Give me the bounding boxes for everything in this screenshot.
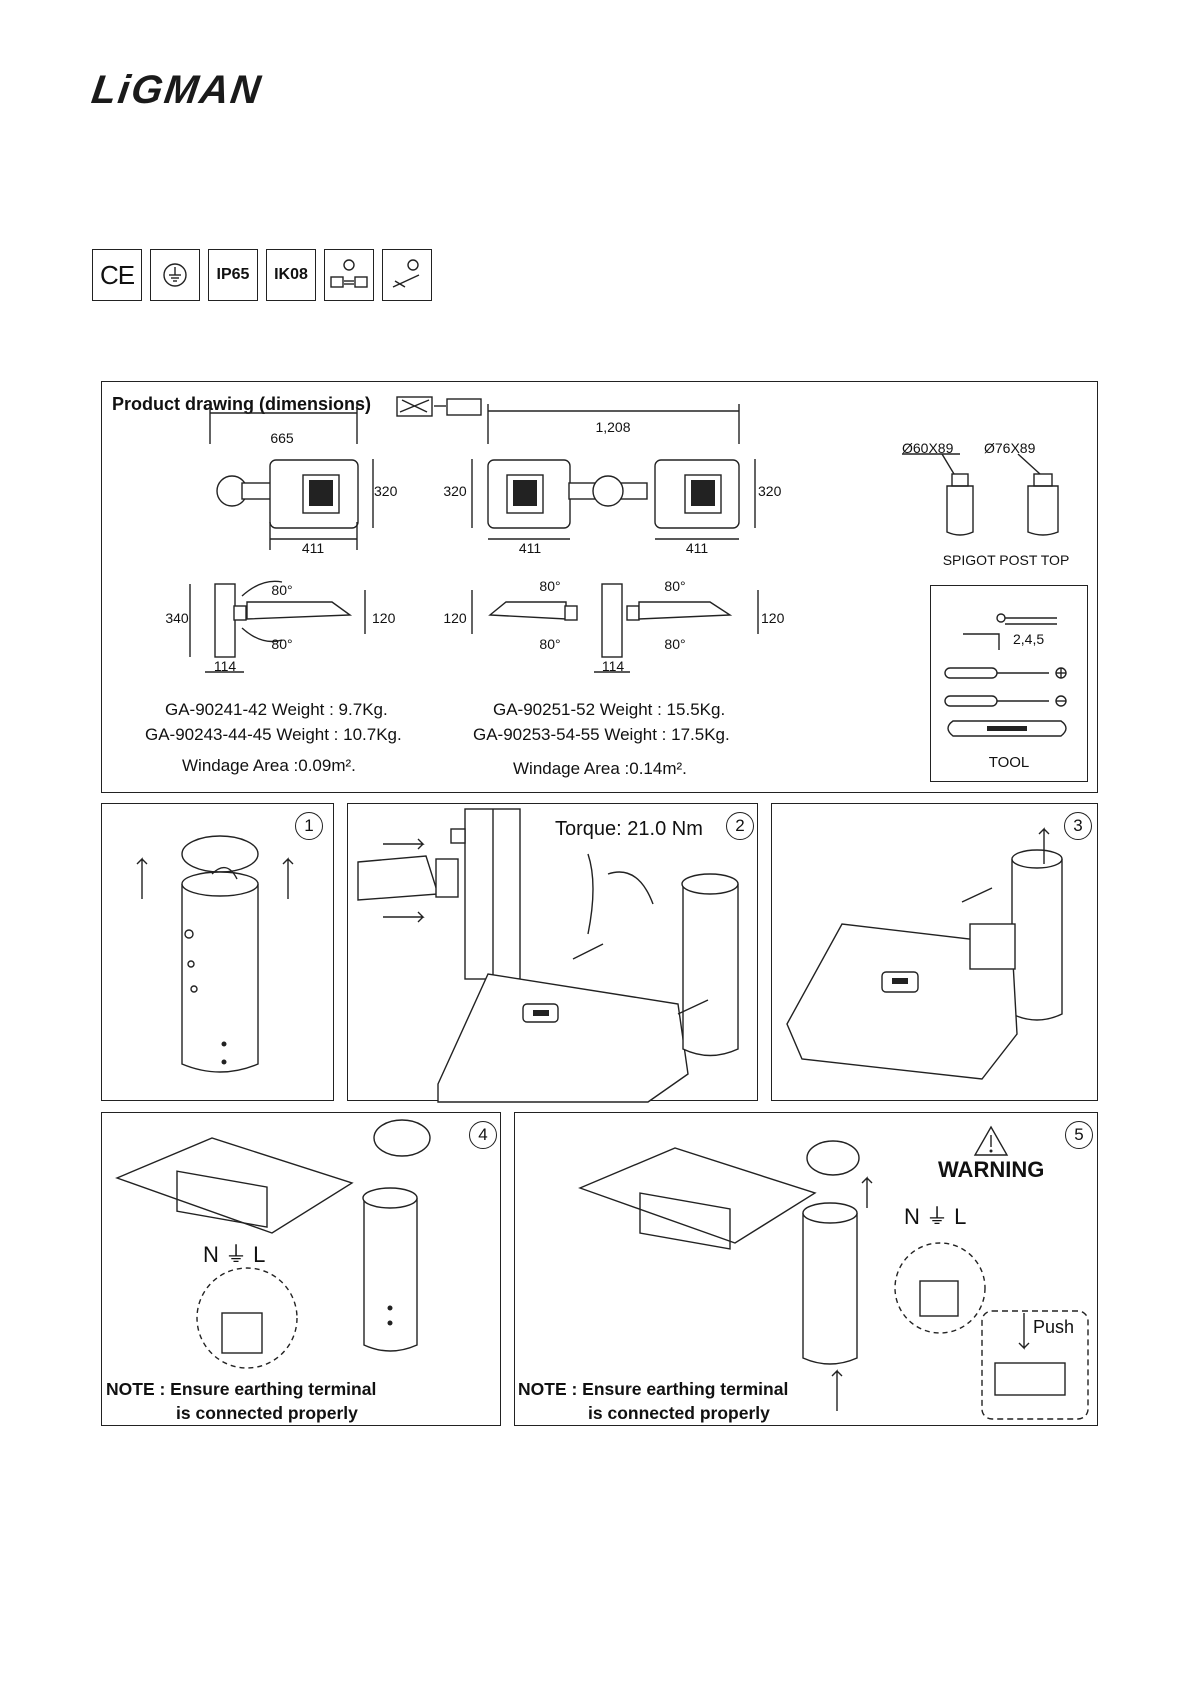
step-3-panel: 3 [771,803,1098,1101]
earthing-note-line-2: is connected properly [176,1403,358,1423]
up-arrow-icon [136,857,148,899]
double-luminaire-top-view [471,404,756,540]
ip-rating-badge: IP65 [208,249,258,301]
flat-screwdriver-icon [944,695,1067,707]
right-arrow-icon [383,838,425,850]
ik-rating-badge: IK08 [266,249,316,301]
replaceable-parts-icon [396,396,482,417]
up-arrow-icon [861,1176,873,1208]
step-number: 1 [295,812,323,840]
svg-text:80°: 80° [271,636,292,652]
certification-badges: CE IP65 IK08 [92,249,432,303]
up-arrow-icon [1038,827,1050,864]
svg-text:114: 114 [214,658,237,674]
step-5-panel: 5 WARNING N ⏚ L Push NOTE : Ensure earth… [514,1112,1098,1426]
tool-box: 2,4,5 TOOL [930,585,1088,782]
diagonal-arrow-icon [961,887,993,903]
single-weight-2: GA-90243-44-45 Weight : 10.7Kg. [145,725,402,744]
svg-text:340: 340 [165,610,189,626]
warning-triangle-icon [973,1125,1009,1156]
svg-text:Ø60X89: Ø60X89 [902,440,954,456]
svg-text:320: 320 [374,483,398,499]
svg-text:665: 665 [270,430,294,446]
replaceable-light-source-icon [324,249,374,301]
wrench-icon [947,720,1067,737]
single-luminaire-side-view [189,580,366,673]
product-drawing-title: Product drawing (dimensions) [112,394,372,414]
earthing-note-line-1: NOTE : Ensure earthing terminal [106,1379,377,1399]
product-drawing-panel: Product drawing (dimensions) 665 411 [101,381,1098,793]
step-2-illustration [357,808,739,1103]
svg-text:2,4,5: 2,4,5 [1013,631,1044,647]
single-weight-1: GA-90241-42 Weight : 9.7Kg. [165,700,388,719]
double-luminaire-side-view [471,583,759,673]
logo-text: LiGMAN [88,68,265,112]
torque-label: Torque: 21.0 Nm [555,818,703,840]
allen-key-icon [963,613,1057,650]
svg-text:120: 120 [761,610,785,626]
step-4-panel: 4 N ⏚ L NOTE : Ensure earthing terminal … [101,1112,501,1426]
single-luminaire-top-view [209,404,374,550]
svg-text:411: 411 [302,540,325,556]
diagonal-arrow-icon [572,943,604,960]
phillips-screwdriver-icon [944,667,1067,679]
spigot-post-top-drawings [902,453,1059,536]
double-windage: Windage Area :0.14m². [513,759,687,778]
svg-text:411: 411 [519,540,542,556]
step-1-panel: 1 [101,803,334,1101]
svg-text:320: 320 [443,483,467,499]
step-4-illustration [115,1119,431,1369]
diagonal-arrow-icon [677,999,709,1015]
svg-text:80°: 80° [664,578,685,594]
svg-text:120: 120 [443,610,467,626]
down-arrow-icon [1018,1313,1030,1350]
step-2-panel: Torque: 21.0 Nm 2 [347,803,758,1103]
step-number: 3 [1064,812,1092,840]
up-arrow-icon [282,857,294,899]
svg-text:80°: 80° [271,582,292,598]
svg-text:120: 120 [372,610,396,626]
tools-svg: 2,4,5 [944,613,1067,737]
svg-text:Ø76X89: Ø76X89 [984,440,1036,456]
tool-label: TOOL [988,754,1030,771]
ligman-logo: LiGMAN [88,68,312,112]
replaceable-control-gear-icon [382,249,432,301]
ce-mark-icon: CE [92,249,142,301]
svg-text:SPIGOT POST TOP: SPIGOT POST TOP [943,552,1070,568]
svg-text:80°: 80° [539,636,560,652]
svg-text:80°: 80° [664,636,685,652]
right-arrow-icon [383,911,425,923]
svg-text:80°: 80° [539,578,560,594]
single-windage: Windage Area :0.09m². [182,756,356,775]
earthing-note: NOTE : Ensure earthing terminal is conne… [106,1377,376,1425]
double-weight-1: GA-90251-52 Weight : 15.5Kg. [493,700,726,719]
earthing-note-line-2: is connected properly [588,1403,770,1423]
earthing-note-line-1: NOTE : Ensure earthing terminal [518,1379,789,1399]
svg-text:1,208: 1,208 [595,419,630,435]
earth-ground-icon [150,249,200,301]
step-3-illustration [786,827,1063,1080]
svg-text:114: 114 [602,658,625,674]
svg-text:320: 320 [758,483,782,499]
step-number: 5 [1065,1121,1093,1149]
earthing-note: NOTE : Ensure earthing terminal is conne… [518,1377,788,1425]
step-number: 2 [726,812,754,840]
wiring-label-n-earth-l: N ⏚ L [203,1242,266,1267]
warning-label: WARNING [938,1157,1045,1182]
product-drawing-svg: 665 411 320 340 120 80° 80° 114 [165,396,1070,674]
double-weight-2: GA-90253-54-55 Weight : 17.5Kg. [473,725,730,744]
svg-text:411: 411 [686,540,709,556]
up-arrow-icon [831,1369,843,1411]
wiring-label-n-earth-l: N ⏚ L [904,1204,967,1229]
step-1-illustration [136,835,294,1073]
push-label: Push [1033,1317,1075,1337]
step-number: 4 [469,1121,497,1149]
step-5-illustration [578,1125,1089,1420]
